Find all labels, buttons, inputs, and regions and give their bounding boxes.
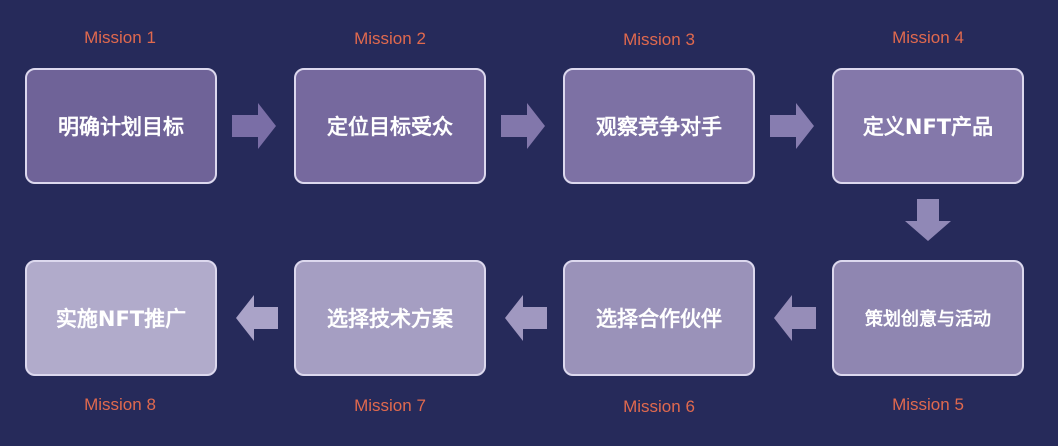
mission-label: Mission 1: [84, 28, 156, 47]
mission-label: Mission 5: [892, 395, 964, 414]
mission-box: 定义NFT产品: [832, 68, 1024, 184]
arrow-down-icon: [905, 199, 951, 241]
mission-label: Mission 7: [354, 396, 426, 415]
mission-box: 实施NFT推广: [25, 260, 217, 376]
arrow-left-icon: [774, 295, 816, 341]
mission-label: Mission 6: [623, 397, 695, 416]
arrow-left-icon: [505, 295, 547, 341]
mission-box: 策划创意与活动: [832, 260, 1024, 376]
arrow-right-icon: [770, 103, 814, 149]
arrow-right-icon: [501, 103, 545, 149]
mission-box: 明确计划目标: [25, 68, 217, 184]
mission-box: 选择合作伙伴: [563, 260, 755, 376]
mission-box: 观察竞争对手: [563, 68, 755, 184]
mission-box: 选择技术方案: [294, 260, 486, 376]
mission-label: Mission 3: [623, 30, 695, 49]
mission-label: Mission 2: [354, 29, 426, 48]
mission-label: Mission 4: [892, 28, 964, 47]
mission-label: Mission 8: [84, 395, 156, 414]
arrow-left-icon: [236, 295, 278, 341]
mission-box: 定位目标受众: [294, 68, 486, 184]
arrow-right-icon: [232, 103, 276, 149]
